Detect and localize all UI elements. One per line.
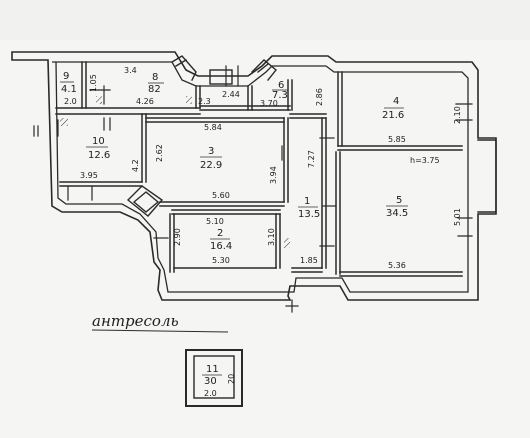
dimension-label: 3.70 [260,99,278,108]
dimension-label: 5.60 [212,191,230,200]
dimension-label: 4.2 [131,159,140,172]
room-number: 5 [396,195,402,206]
dimension-label: 2.86 [315,88,324,106]
room-area: 12.6 [88,150,110,161]
mezzanine-underline [91,329,229,333]
dimension-labels: 2.0 1.05 4.26 3.4 2.3 2.44 3.70 2.86 5.8… [64,66,462,398]
dimension-label: 3.94 [269,166,278,184]
hatched-pillars [60,96,290,248]
dimension-label: 1.05 [89,74,98,92]
mezzanine-inner-wall [193,355,235,399]
ceiling-height-label: h=3.75 [410,156,440,165]
dimension-label: 3.4 [124,66,137,75]
room-11-label: 11 30 [202,364,222,387]
dimension-label: 2.90 [173,228,182,246]
interior-walls [55,61,463,277]
room-5-label: 5 34.5 [386,195,408,219]
room-number: 9 [63,71,69,82]
room-number: 10 [92,136,105,147]
room-number: 11 [206,364,219,375]
dimension-label: 2.0 [204,389,217,398]
wall-layer [11,51,497,313]
dimension-label: 7.27 [307,150,316,168]
room-area: 16.4 [210,241,232,252]
mezzanine-plan [91,329,243,407]
dimension-label: 2.62 [155,144,164,162]
label-layer: 9 4.1 8 82 6 7.3 10 12.6 [60,66,462,398]
room-1-label: 1 13.5 [298,196,320,220]
room-area: 82 [148,84,161,95]
exterior-walls [11,51,497,301]
dimension-label: 5.84 [204,123,222,132]
room-2-label: 2 16.4 [210,228,232,252]
bay-features [126,55,277,217]
room-area: 30 [204,376,217,387]
mezzanine-outer-wall [185,349,243,407]
room-number: 4 [393,96,399,107]
dimension-label: 2.44 [222,90,240,99]
room-10-label: 10 12.6 [86,136,110,161]
room-area: 22.9 [200,160,222,171]
right-annex [477,139,497,213]
room-8-label: 8 82 [148,72,164,95]
room-3-label: 3 22.9 [200,146,222,171]
dimension-label: 5.36 [388,261,406,270]
dimension-label: 3.95 [80,171,98,180]
room-area: 7.3 [272,90,288,101]
room-number: 3 [208,146,214,157]
dimension-label: 5.30 [212,256,230,265]
dimension-label: 2.0 [64,97,77,106]
entry-arrow [285,299,299,313]
room-area: 34.5 [386,208,408,219]
dimension-label: 2.3 [198,97,211,106]
room-area: 4.1 [61,84,77,95]
room-4-label: 4 21.6 [382,96,404,121]
room-number: 2 [217,228,223,239]
room-area: 13.5 [298,209,320,220]
dimension-label: 4.26 [136,97,154,106]
dimension-label: 5.10 [206,217,224,226]
room-number: 8 [152,72,158,83]
room-number: 6 [278,80,284,91]
room-9-label: 9 4.1 [60,71,77,95]
room-area: 21.6 [382,110,404,121]
dimension-label: 2.10 [453,106,462,124]
dimension-label: 20 [227,374,236,384]
mezzanine-caption: антресоль [92,312,179,330]
dimension-label: 5.85 [388,135,406,144]
room-6-label: 6 7.3 [272,80,288,101]
room-number: 1 [304,196,310,207]
dimension-label: 5.01 [453,208,462,226]
dimension-label: 3.10 [267,228,276,246]
dimension-label: 1.85 [300,256,318,265]
